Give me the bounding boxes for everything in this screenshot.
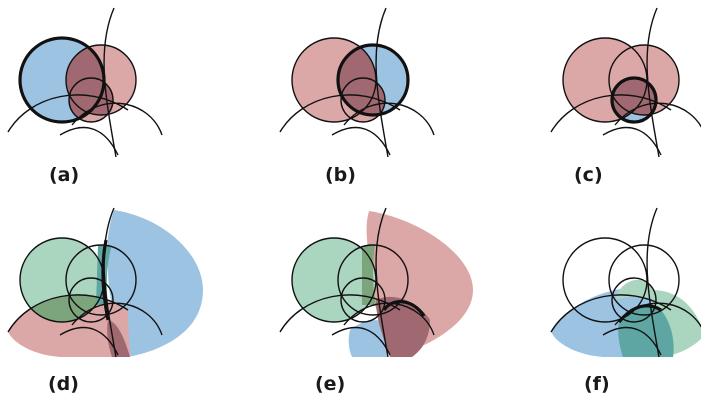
panel-d: (d) <box>7 207 203 395</box>
panel-e: (e) <box>279 207 473 395</box>
panel-label: (c) <box>574 164 603 186</box>
panel-label: (d) <box>48 373 79 395</box>
panel-b: (b) <box>279 7 435 186</box>
panel-label: (f) <box>584 373 610 395</box>
blue-region <box>107 210 203 357</box>
panel-label: (b) <box>325 164 356 186</box>
panel-label: (e) <box>315 373 345 395</box>
panel-c: (c) <box>550 7 701 186</box>
panel-label: (a) <box>49 164 79 186</box>
panel-a: (a) <box>7 7 163 186</box>
panel-f: (f) <box>550 207 701 395</box>
